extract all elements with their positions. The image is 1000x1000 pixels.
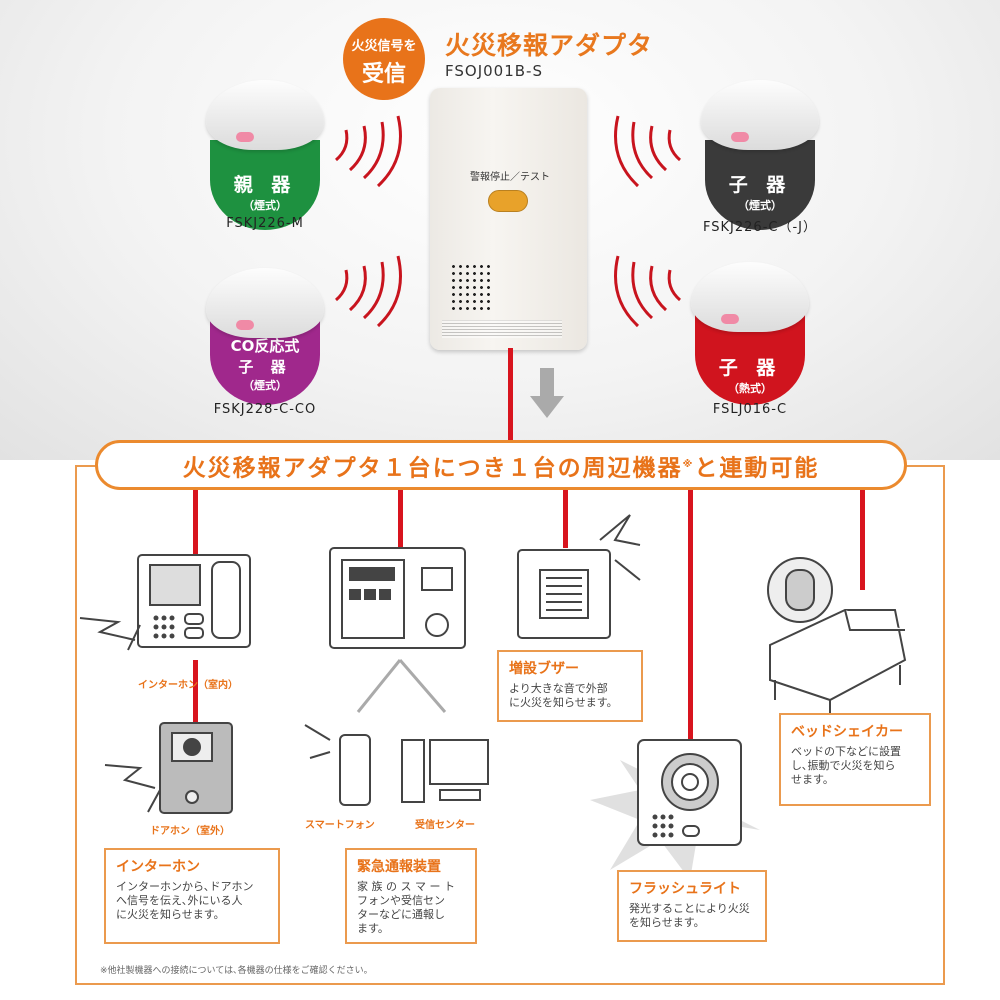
- smartphone-icon: [339, 734, 371, 806]
- reception-center-icon: [401, 739, 489, 803]
- detector-type: （煙式）: [243, 379, 287, 392]
- detector-label: 子 器: [728, 174, 792, 196]
- banner-suffix: と連動可能: [694, 455, 820, 482]
- detector-model: FSKJ226-C（-J）: [703, 220, 817, 235]
- instruction-plate: [442, 320, 562, 338]
- door-phone-caption: ドアホン（室外）: [150, 826, 230, 837]
- footnote: ※他社製機器への接続については､各機器の仕様をご確認ください。: [100, 966, 373, 976]
- bedshaker-info-box: ベッドシェイカー ベッドの下などに設置 し､振動で火災を知ら せます。: [779, 713, 931, 806]
- wire-buzzer: [563, 490, 568, 548]
- intercom-indoor-caption: インターホン（室内）: [138, 680, 238, 691]
- box-text: 発光することにより火災 を知らせます。: [629, 902, 750, 929]
- peripherals-frame: [75, 465, 945, 985]
- box-text: ベッドの下などに設置 し､振動で火災を知ら せます。: [791, 745, 901, 786]
- wire-intercom: [193, 490, 198, 558]
- adapter-wire: [508, 348, 513, 443]
- detector-label: 親 器: [233, 174, 297, 196]
- banner-mark: ※: [682, 459, 695, 470]
- buzzer-icon: [517, 549, 611, 639]
- wire-bedshaker: [860, 490, 865, 590]
- detector-type: （煙式）: [738, 199, 782, 212]
- banner-text: 火災移報アダプタ１台につき１台の周辺機器: [182, 455, 683, 482]
- product-title: 火災移報アダプタ: [445, 31, 654, 60]
- detector-label: 子 器: [238, 358, 292, 376]
- bed-shaker-icon: [767, 557, 907, 722]
- badge-line2: 受信: [361, 62, 406, 87]
- emergency-notifier-icon: [329, 547, 466, 649]
- flashlight-icon: [637, 739, 742, 846]
- box-text: インターホンから､ドアホン へ信号を伝え､外にいる人 に火災を知らせます。: [116, 880, 254, 921]
- detector-label: 子 器: [718, 357, 782, 379]
- smoke-detector-icon: [206, 80, 324, 150]
- wireless-waves: [334, 115, 682, 418]
- receive-signal-badge: 火災信号を 受信: [343, 18, 425, 100]
- buzzer-info-box: 増設ブザー より大きな音で外部 に火災を知らせます。: [497, 650, 643, 722]
- smoke-detector-icon: [206, 268, 324, 338]
- detector-type: （煙式）: [243, 199, 287, 212]
- detector-model: FSLJ016-C: [712, 402, 788, 417]
- detector-master-smoke: 親 器 （煙式）: [210, 140, 320, 230]
- box-title: インターホン: [116, 859, 200, 875]
- detector-model: FSKJ228-C-CO: [213, 402, 317, 417]
- intercom-indoor-icon: [137, 554, 251, 648]
- emergency-info-box: 緊急通報装置 家 族 の ス マ ー ト フォンや受信セン ターなどに通報し ま…: [345, 848, 477, 944]
- wire-emergency: [398, 490, 403, 548]
- alarm-stop-test-label: 警報停止／テスト: [470, 172, 550, 183]
- door-phone-icon: [159, 722, 233, 814]
- detector-type: （熱式）: [728, 382, 772, 395]
- box-text: 家 族 の ス マ ー ト フォンや受信セン ターなどに通報し ます。: [357, 880, 455, 935]
- detector-model: FSKJ226-M: [226, 216, 304, 231]
- intercom-info-box: インターホン インターホンから､ドアホン へ信号を伝え､外にいる人 に火災を知ら…: [104, 848, 280, 944]
- wire-flashlight: [688, 490, 693, 740]
- heat-detector-icon: [691, 262, 809, 332]
- box-title: 緊急通報装置: [357, 859, 441, 875]
- adapter-device: 警報停止／テスト: [430, 88, 587, 350]
- compatibility-banner: 火災移報アダプタ１台につき１台の周辺機器※と連動可能: [95, 440, 907, 490]
- wire-doorphone: [193, 660, 198, 730]
- box-title: 増設ブザー: [509, 661, 579, 677]
- product-model: FSOJ001B-S: [445, 62, 543, 80]
- alarm-stop-test-button[interactable]: [488, 190, 528, 212]
- detector-label-co: CO反応式: [230, 337, 300, 355]
- badge-line1: 火災信号を: [351, 39, 417, 54]
- box-title: フラッシュライト: [629, 881, 741, 897]
- speaker-grill: [450, 263, 494, 311]
- box-text: より大きな音で外部 に火災を知らせます。: [509, 682, 618, 709]
- smartphone-caption: スマートフォン: [305, 820, 375, 831]
- detector-slave-smoke: 子 器 （煙式）: [705, 140, 815, 230]
- flashlight-info-box: フラッシュライト 発光することにより火災 を知らせます。: [617, 870, 767, 942]
- box-title: ベッドシェイカー: [791, 724, 903, 740]
- center-caption: 受信センター: [415, 820, 475, 831]
- smoke-detector-icon: [701, 80, 819, 150]
